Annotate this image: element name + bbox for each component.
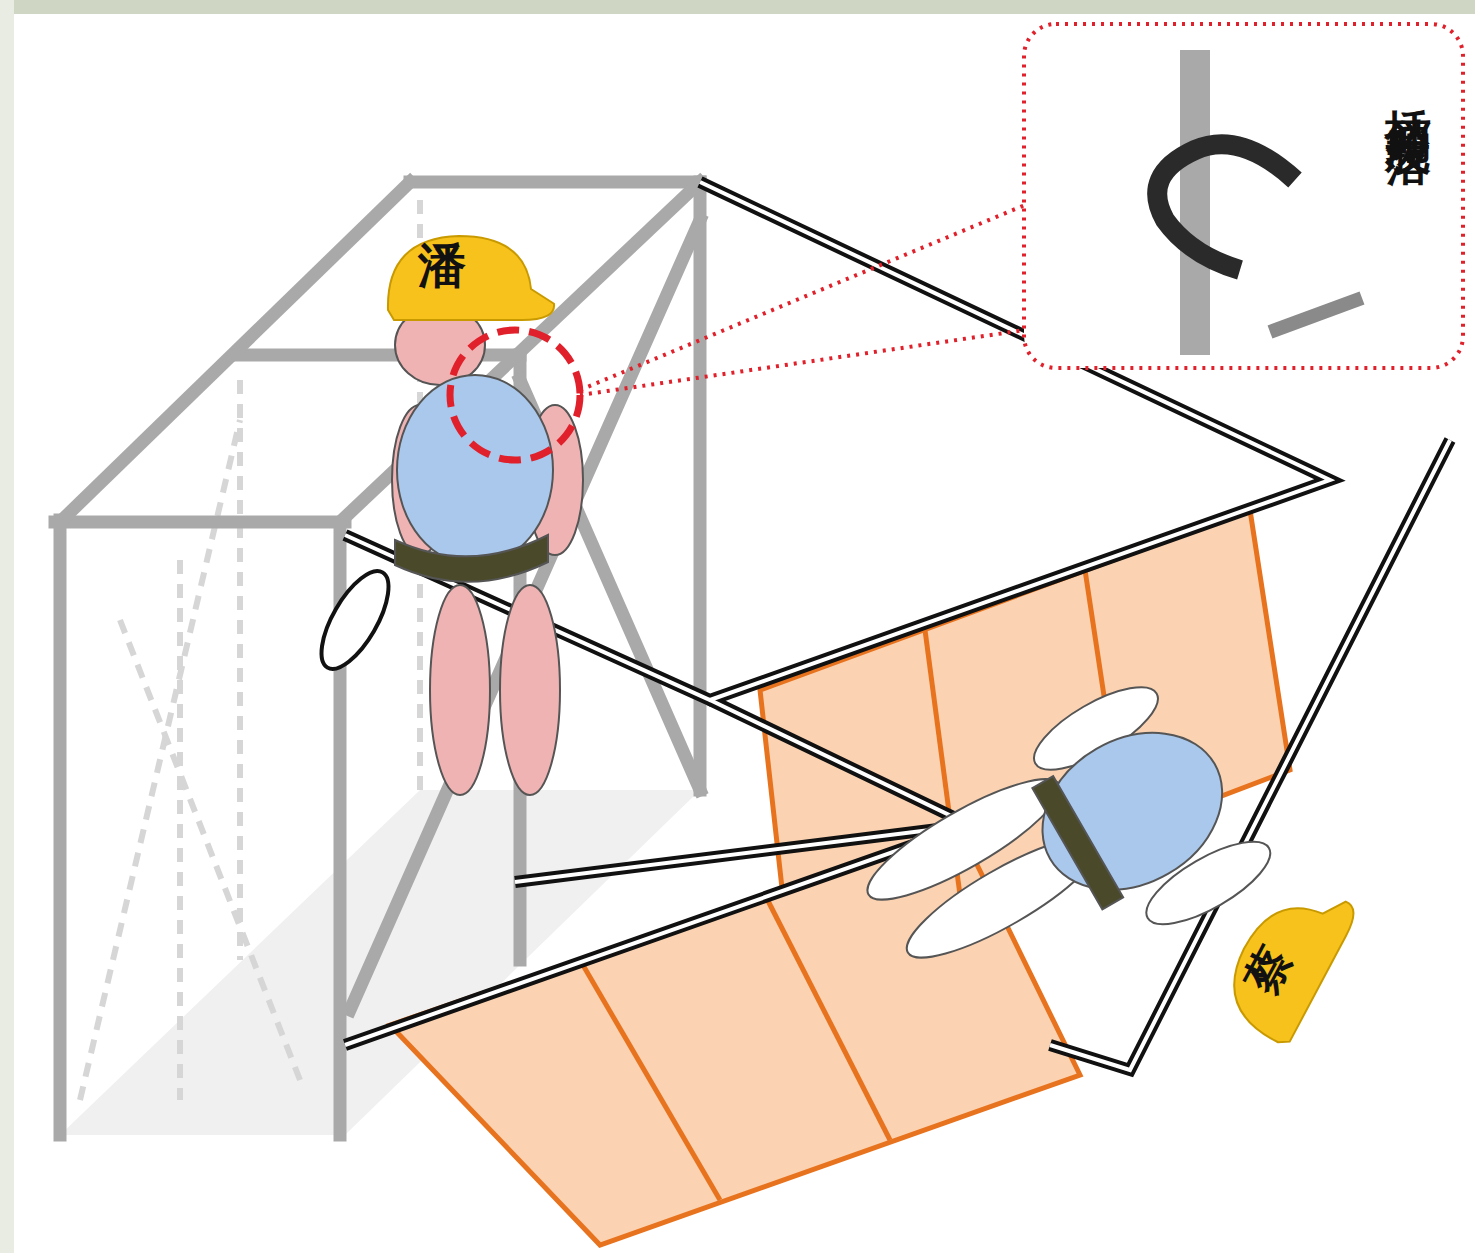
frame-band: [0, 0, 14, 1253]
scaffold-beam: [410, 176, 700, 189]
leader-line: [580, 205, 1025, 390]
worker-body: [1014, 701, 1251, 921]
callout-text: 插銷脫落: [1382, 72, 1435, 112]
worker-leg: [500, 585, 560, 795]
scaffold-beam: [55, 516, 345, 529]
lanyard-hook: [308, 561, 401, 678]
deck-boards: [390, 510, 1290, 1245]
callout-box: 插銷脫落: [1022, 22, 1465, 370]
helmet-label: 潘: [378, 232, 558, 324]
helmet-label: 蔡: [1204, 864, 1365, 1057]
scaffold-beam: [60, 182, 410, 522]
worker-leg: [430, 585, 490, 795]
hidden-post: [177, 560, 183, 1100]
leader-line: [580, 330, 1025, 395]
scaffold-post: [54, 520, 67, 1135]
pin-clip: [1157, 144, 1295, 270]
leader-lines: [580, 205, 1025, 395]
safety-belt: [395, 535, 548, 582]
worker-name: 潘: [418, 238, 466, 293]
helmet-dome: [1213, 870, 1360, 1047]
highlight-circle: [450, 330, 580, 460]
board-seam: [580, 960, 720, 1200]
dropped-pin: [1270, 298, 1362, 332]
falling-worker: [841, 662, 1281, 1055]
scaffold-brace: [350, 220, 700, 1010]
standing-worker: [308, 305, 583, 795]
frame-band: [0, 0, 1475, 14]
helmet-dome: [388, 236, 554, 320]
hidden-post: [237, 380, 243, 960]
safety-belt: [1032, 776, 1123, 909]
helmet-shape: [378, 232, 558, 324]
worker-body: [397, 375, 553, 565]
hidden-brace: [120, 620, 300, 1080]
board-seam: [765, 895, 890, 1140]
callout-fill: [1024, 24, 1463, 368]
scaffold-tube: [1180, 50, 1210, 355]
callout-border: [1024, 24, 1463, 368]
